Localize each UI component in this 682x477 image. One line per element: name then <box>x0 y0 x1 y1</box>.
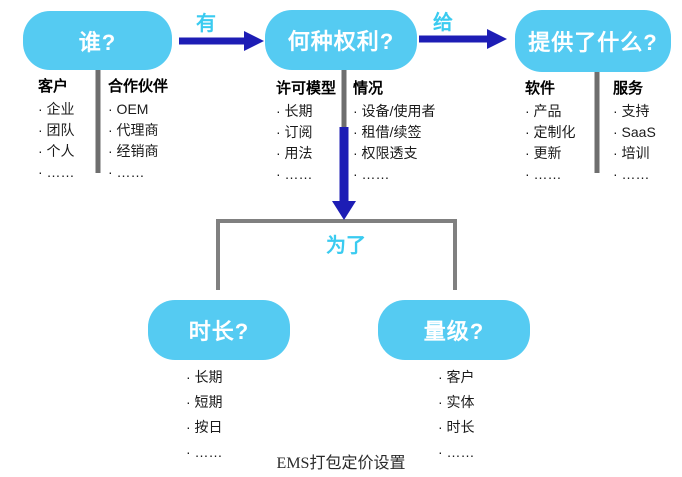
list-item: · 实体 <box>438 394 475 410</box>
bubble-duration-label: 时长? <box>188 319 250 344</box>
list-item: · 按日 <box>186 419 223 435</box>
list-item: · 培训 <box>613 145 650 161</box>
list-item: · …… <box>186 444 223 460</box>
list-item: · 设备/使用者 <box>353 103 436 119</box>
list-item: · 经销商 <box>108 143 159 159</box>
arrow-have <box>179 31 264 51</box>
bubble-who-label: 谁? <box>78 29 117 55</box>
arrow-down-head <box>332 201 356 220</box>
branch-connector <box>216 219 457 290</box>
arrow-have-head <box>244 31 264 51</box>
list-item: · …… <box>438 444 475 460</box>
list-magnitude: · 客户 · 实体 · 时长 · …… <box>438 365 475 465</box>
list-header: 软件 <box>525 80 556 97</box>
list-header: 合作伙伴 <box>108 78 169 95</box>
list-item: · OEM <box>108 101 149 117</box>
list-item: · 定制化 <box>525 124 576 140</box>
list-item: · …… <box>613 166 650 182</box>
arrow-down <box>332 127 356 220</box>
bubble-magnitude: 量级? <box>378 300 530 360</box>
list-duration: · 长期 · 短期 · 按日 · …… <box>186 365 223 465</box>
list-header: 情况 <box>353 80 384 97</box>
list-item: · 租借/续签 <box>353 124 422 140</box>
list-item: · 订阅 <box>276 124 313 140</box>
bubble-rights: 何种权利? <box>265 10 417 70</box>
list-item: · …… <box>525 166 562 182</box>
bubble-provided: 提供了什么? <box>515 10 671 72</box>
list-rights-case: 情况 · 设备/使用者 · 租借/续签 · 权限透支 · …… <box>353 78 435 185</box>
list-item: · SaaS <box>613 124 656 140</box>
list-item: · 更新 <box>525 145 562 161</box>
arrow-have-label: 有 <box>196 13 216 35</box>
arrow-give-head <box>487 29 507 49</box>
list-item: · 长期 <box>186 369 223 385</box>
list-item: · 时长 <box>438 419 475 435</box>
list-item: · …… <box>108 164 145 180</box>
list-item: · 用法 <box>276 145 313 161</box>
list-header: 许可模型 <box>276 80 337 97</box>
list-item: · 短期 <box>186 394 223 410</box>
list-provided-service: 服务 · 支持 · SaaS · 培训 · …… <box>613 78 656 185</box>
bubble-duration: 时长? <box>148 300 290 360</box>
list-item: · 团队 <box>38 122 75 138</box>
list-item: · 权限透支 <box>353 145 418 161</box>
bubble-magnitude-label: 量级? <box>423 319 485 344</box>
list-item: · 企业 <box>38 101 75 117</box>
list-item: · 代理商 <box>108 122 159 138</box>
list-header: 客户 <box>38 78 69 95</box>
bubble-rights-label: 何种权利? <box>287 29 395 54</box>
diagram-caption: EMS打包定价设置 <box>276 455 406 472</box>
list-who-customer: 客户 · 企业 · 团队 · 个人 · …… <box>38 76 75 183</box>
arrow-give <box>419 29 507 49</box>
list-rights-license: 许可模型 · 长期 · 订阅 · 用法 · …… <box>276 78 336 185</box>
list-item: · 客户 <box>438 369 475 385</box>
arrow-give-label: 给 <box>433 12 453 34</box>
list-item: · 产品 <box>525 103 562 119</box>
list-item: · 个人 <box>38 143 75 159</box>
bubble-who: 谁? <box>23 11 172 70</box>
list-provided-software: 软件 · 产品 · 定制化 · 更新 · …… <box>525 78 576 185</box>
bubble-provided-label: 提供了什么? <box>528 30 658 55</box>
branch-for-label: 为了 <box>326 235 366 257</box>
list-item: · 支持 <box>613 103 650 119</box>
list-header: 服务 <box>613 80 644 97</box>
list-item: · …… <box>276 166 313 182</box>
list-who-partner: 合作伙伴 · OEM · 代理商 · 经销商 · …… <box>108 76 168 183</box>
list-item: · …… <box>353 166 390 182</box>
list-item: · …… <box>38 164 75 180</box>
list-item: · 长期 <box>276 103 313 119</box>
